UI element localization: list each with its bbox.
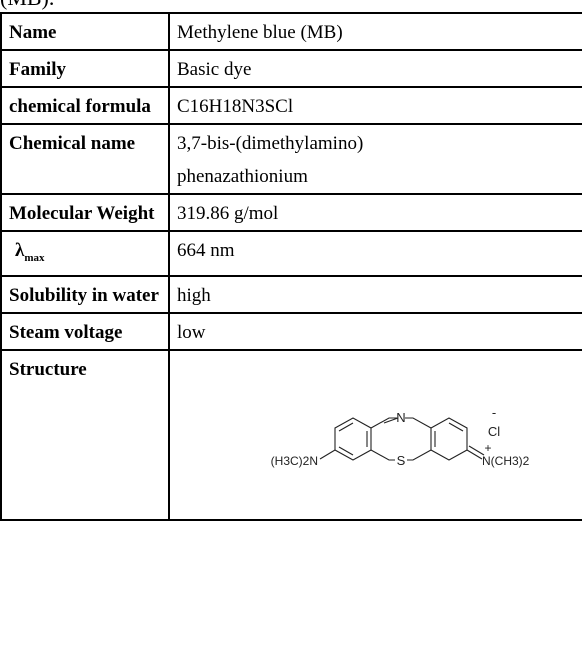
minus-sign: - bbox=[492, 405, 496, 420]
table-row: chemical formula C16H18N3SCl bbox=[0, 86, 582, 125]
properties-table: Name Methylene blue (MB) Family Basic dy… bbox=[0, 12, 582, 521]
plus-sign: + bbox=[484, 441, 491, 455]
row-value: 319.86 g/mol bbox=[168, 193, 582, 232]
chloride-label: Cl bbox=[488, 424, 500, 439]
table-row: Structure bbox=[0, 348, 582, 521]
amine-bond bbox=[319, 449, 336, 460]
row-key: chemical formula bbox=[0, 86, 170, 125]
row-key: Chemical name bbox=[0, 123, 170, 195]
right-amine-label: N(CH3)2 bbox=[482, 454, 530, 468]
row-key: Family bbox=[0, 49, 170, 88]
ring-bond bbox=[338, 446, 354, 456]
row-value: 664 nm bbox=[168, 230, 582, 277]
table-row: Steam voltage low bbox=[0, 311, 582, 351]
ring-bond bbox=[448, 422, 464, 432]
lambda-subscript: max bbox=[24, 251, 45, 264]
right-ring bbox=[430, 417, 468, 461]
table-row: Name Methylene blue (MB) bbox=[0, 12, 582, 51]
left-ring bbox=[334, 417, 372, 461]
central-bond bbox=[370, 449, 395, 461]
ring-bond bbox=[383, 417, 399, 424]
row-key: Steam voltage bbox=[0, 311, 170, 351]
structure-cell: N S Cl - + (H3C)2N N(CH3)2 bbox=[168, 348, 582, 521]
row-value: high bbox=[168, 274, 582, 314]
central-bond bbox=[407, 449, 432, 461]
row-key: Molecular Weight bbox=[0, 193, 170, 232]
row-key: Structure bbox=[0, 348, 170, 521]
row-value: C16H18N3SCl bbox=[168, 86, 582, 125]
table-row: λmax 664 nm bbox=[0, 230, 582, 277]
table-row: Molecular Weight 319.86 g/mol bbox=[0, 193, 582, 232]
table-row: Family Basic dye bbox=[0, 49, 582, 88]
row-key: Solubility in water bbox=[0, 274, 170, 314]
lambda-symbol: λ bbox=[15, 240, 25, 261]
row-value: Basic dye bbox=[168, 49, 582, 88]
central-bond bbox=[370, 417, 397, 429]
caption-fragment: (MB). bbox=[0, 0, 54, 9]
central-bond bbox=[405, 417, 432, 429]
table-row: Chemical name 3,7-bis-(dimethylamino) ph… bbox=[0, 123, 582, 195]
row-value: Methylene blue (MB) bbox=[168, 12, 582, 51]
value-line: 3,7-bis-(dimethylamino) bbox=[177, 133, 364, 154]
left-amine-label: (H3C)2N bbox=[271, 454, 318, 468]
value-line: phenazathionium bbox=[177, 166, 308, 187]
row-value: low bbox=[168, 311, 582, 351]
ring-bond bbox=[338, 422, 354, 432]
methylene-blue-structure: N S Cl - + (H3C)2N N(CH3)2 bbox=[271, 405, 530, 468]
table-row: Solubility in water high bbox=[0, 274, 582, 314]
double-bond bbox=[466, 449, 483, 460]
row-key: λmax bbox=[0, 230, 170, 277]
ring-nitrogen-label: N bbox=[396, 410, 405, 425]
ring-sulfur-label: S bbox=[397, 453, 406, 468]
double-bond bbox=[468, 445, 485, 456]
row-value: 3,7-bis-(dimethylamino) phenazathionium bbox=[168, 123, 582, 195]
row-key: Name bbox=[0, 12, 170, 51]
